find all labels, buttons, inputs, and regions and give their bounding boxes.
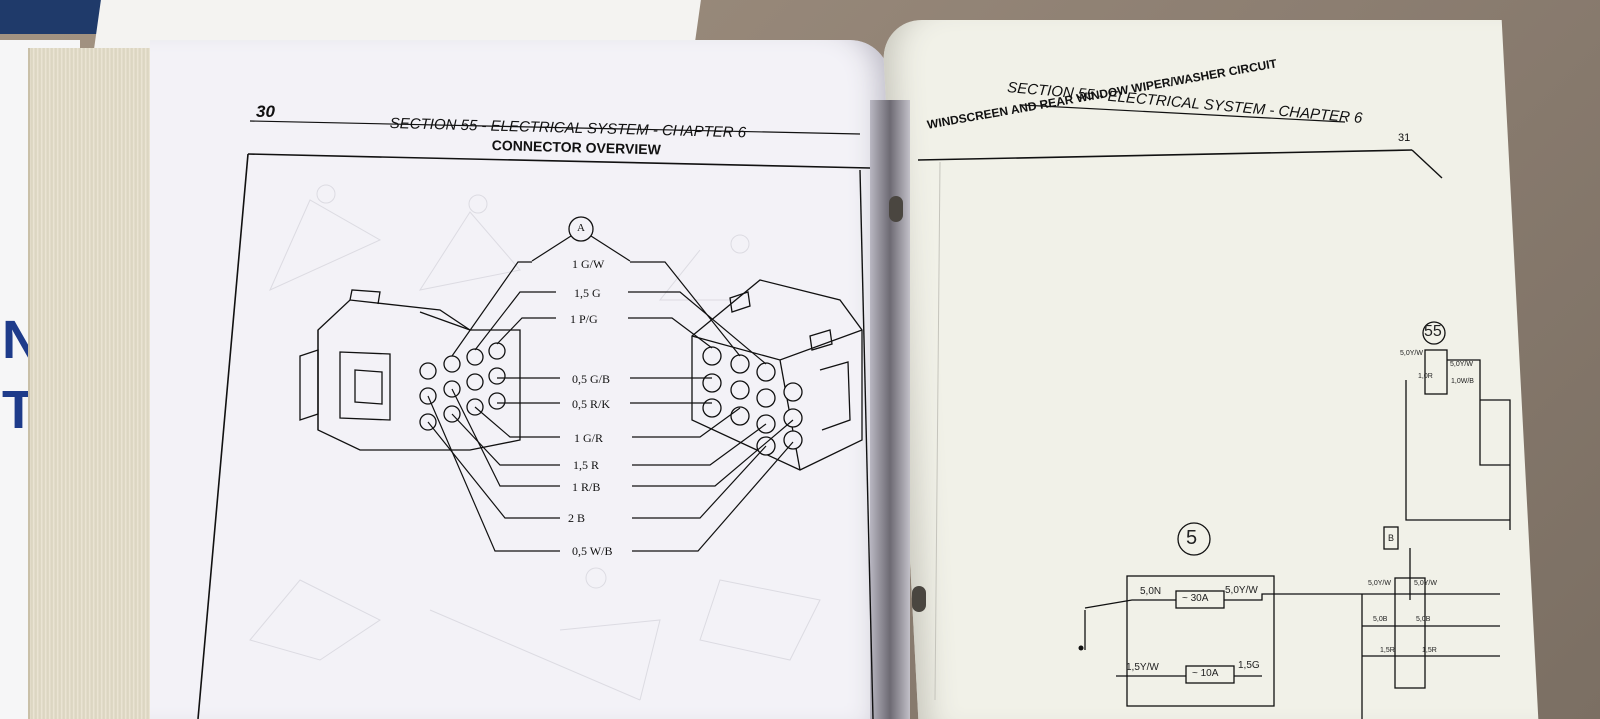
wire-label: 5,0B (1416, 616, 1431, 623)
fuse-label-value: 10A (1200, 668, 1219, 679)
wire-label: 0,5 R/K (572, 397, 611, 411)
wire-label: 5,0Y/W (1225, 585, 1258, 596)
wire-label: 5,0Y/W (1368, 580, 1391, 587)
wire-label: 1,5G (1238, 660, 1260, 671)
wire-label: 1 G/W (572, 257, 605, 271)
wire-label: 1 G/R (574, 431, 604, 445)
left-page-number: 30 (256, 102, 275, 121)
binder-hole (889, 196, 903, 222)
fuse-label: ~ 30A (1182, 593, 1209, 604)
wire-label: 5,0Y/W (1450, 361, 1473, 368)
fuse-label-value: 30A (1190, 593, 1209, 604)
component-label: 5 (1186, 527, 1198, 549)
wire-label: 5,0B (1373, 616, 1388, 623)
wire-label: 1 P/G (570, 312, 598, 326)
wire-label: 1,5R (1380, 647, 1395, 654)
fuse-label: ~ 10A (1192, 668, 1219, 679)
wire-label: 5,0N (1140, 586, 1162, 597)
connector-label: A (577, 222, 585, 234)
wire-label: 2 B (568, 511, 586, 525)
wire-label: 5,0Y/W (1414, 580, 1437, 587)
component-label: B (1388, 533, 1395, 543)
component-label: 55 (1424, 323, 1442, 340)
wire-label: 1,5Y/W (1126, 662, 1159, 673)
wire-label: 1,5 G (574, 286, 601, 300)
wire-label: 1 R/B (572, 480, 601, 494)
wire-label: 0,5 W/B (572, 544, 613, 558)
wire-label: 0,5 G/B (572, 372, 611, 386)
wire-label: 1,0R (1418, 373, 1433, 380)
wire-label: 5,0Y/W (1400, 350, 1423, 357)
wire-label: 1,5R (1422, 647, 1437, 654)
book-page-edges (28, 48, 170, 719)
binder-hole (912, 586, 926, 612)
wire-label: 1,0W/B (1451, 378, 1474, 385)
wire-label: 1,5 R (573, 458, 600, 472)
right-page-number: 31 (1398, 132, 1411, 144)
